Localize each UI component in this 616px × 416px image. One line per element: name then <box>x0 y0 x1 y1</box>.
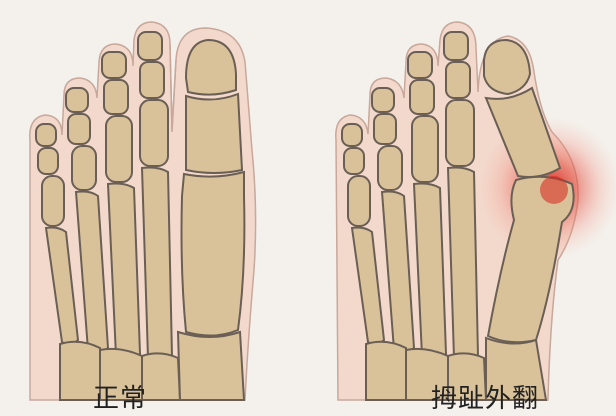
bunion-foot <box>336 22 616 400</box>
inflammation-core <box>540 176 568 204</box>
hallux-valgus-label: 拇趾外翻 <box>400 383 570 416</box>
normal-big-toe <box>182 40 245 336</box>
normal-foot <box>30 22 256 400</box>
normal-foot-label: 正常 <box>60 383 180 416</box>
